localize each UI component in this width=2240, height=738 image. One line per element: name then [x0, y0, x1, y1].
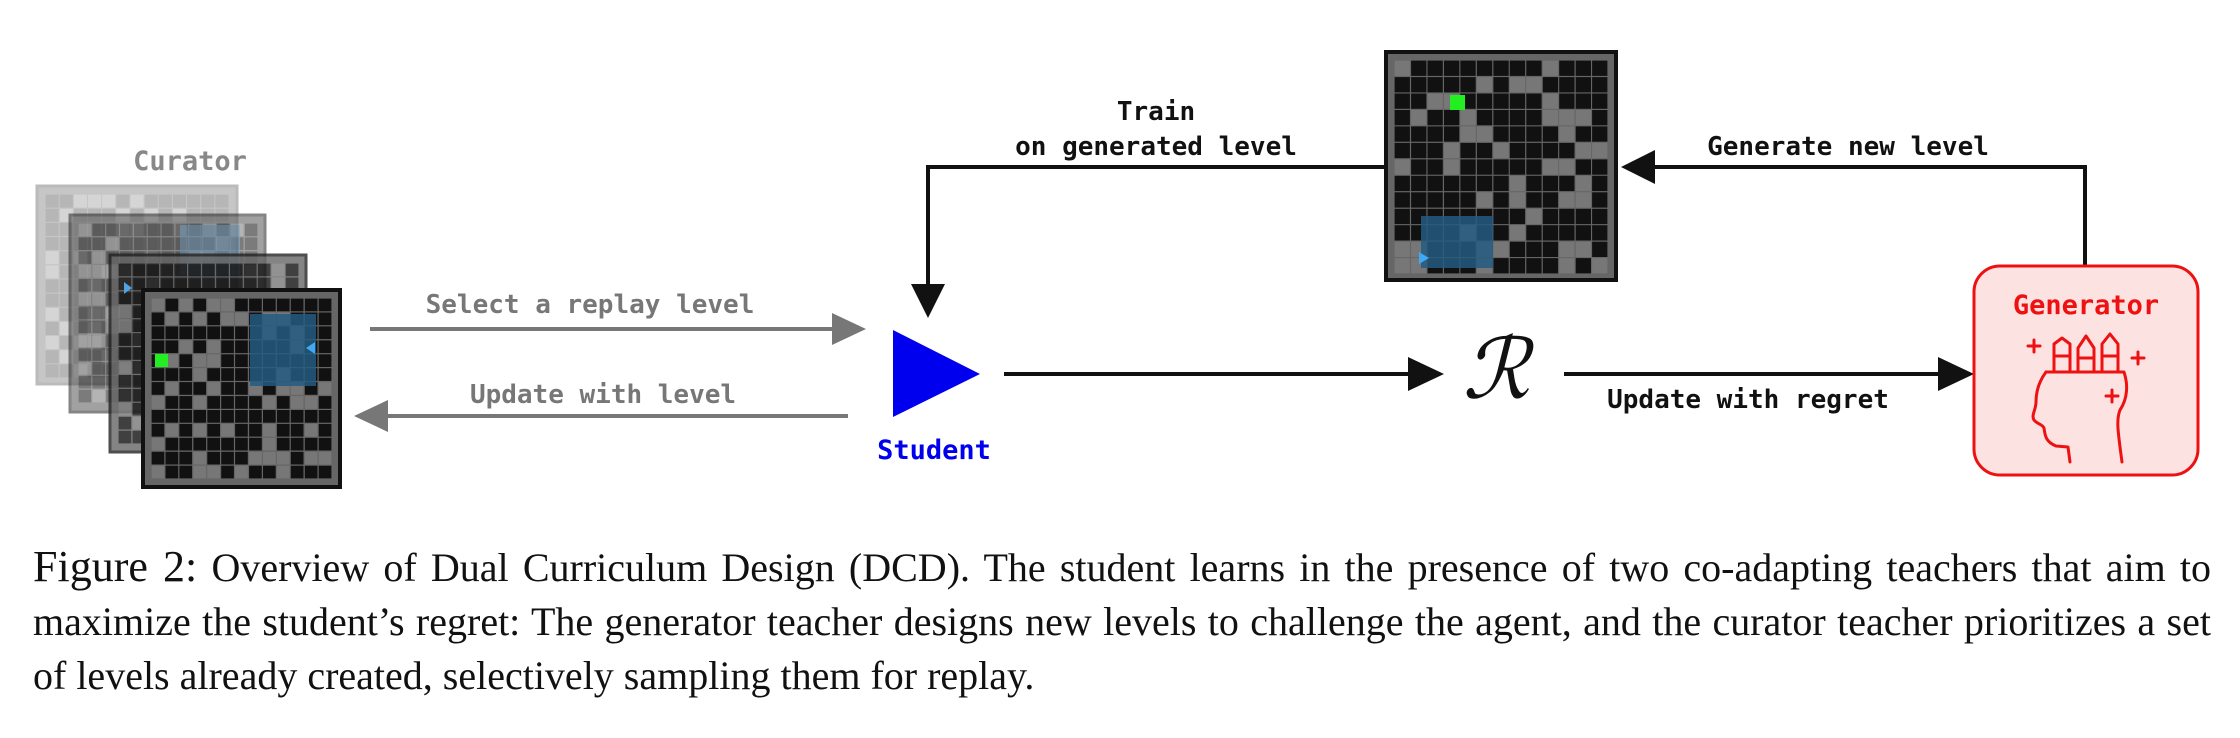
- train-label-line1: Train: [1117, 97, 1195, 127]
- figure-caption: Figure 2: Overview of Dual Curriculum De…: [33, 540, 2211, 703]
- creative-head-icon: [2026, 332, 2146, 464]
- goal-square-icon: [155, 354, 168, 367]
- update-with-regret-label: Update with regret: [1607, 385, 1889, 415]
- curator-level-card-1: [141, 288, 342, 489]
- student-to-regret-arrow-head: [1408, 357, 1444, 391]
- generator-box: Generator: [1972, 264, 2200, 477]
- generator-label: Generator: [2013, 290, 2159, 321]
- regret-to-generator-arrow-head: [1938, 357, 1974, 391]
- agent-triangle-icon: [306, 342, 315, 354]
- train-label-line2: on generated level: [1015, 132, 1297, 162]
- dcd-diagram: Curator Select a replay level Update wit…: [35, 50, 2200, 489]
- train-arrow: [926, 165, 1384, 292]
- select-replay-label: Select a replay level: [426, 290, 755, 320]
- generate-arrow-head: [1621, 150, 1655, 184]
- curator-label: Curator: [133, 146, 247, 177]
- generate-arrow: [1655, 165, 2087, 266]
- update-arrow-head: [354, 400, 388, 432]
- figure-label: Figure 2:: [33, 542, 198, 591]
- generated-level: [1384, 50, 1618, 282]
- caption-text: Overview of Dual Curriculum Design (DCD)…: [33, 545, 2211, 698]
- student-triangle-icon: [893, 330, 980, 417]
- agent-triangle-icon: [1419, 252, 1429, 264]
- student-label: Student: [877, 435, 991, 466]
- regret-symbol: ℛ: [1462, 320, 1534, 418]
- train-arrow-head: [911, 284, 945, 318]
- select-arrow-head: [832, 313, 866, 345]
- generate-new-level-label: Generate new level: [1707, 132, 1989, 162]
- update-with-level-label: Update with level: [470, 380, 736, 410]
- goal-square-icon: [1450, 95, 1465, 110]
- curator-level-stack: [35, 184, 342, 489]
- agent-triangle-icon: [124, 282, 132, 294]
